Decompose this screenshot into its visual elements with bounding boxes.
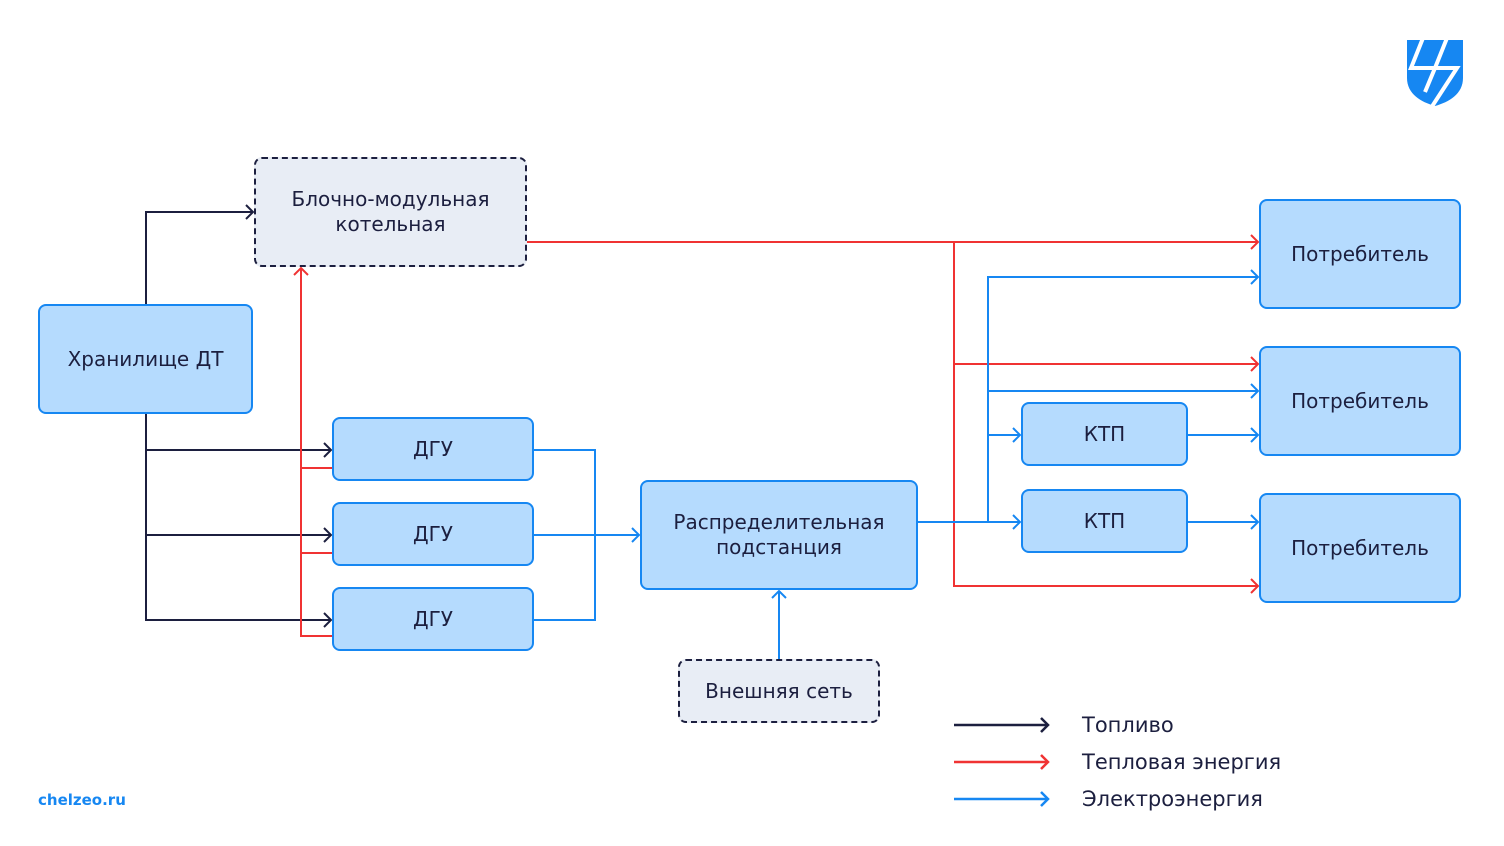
legend-item-electric: Электроэнергия [952,787,1263,811]
website-link[interactable]: chelzeo.ru [38,791,126,809]
node-label: КТП [1083,421,1126,446]
flow-fuel-storage-to-dgu3 [145,535,331,621]
node-label: Распределительная подстанция [673,510,885,559]
node-label: ДГУ [412,606,453,631]
arrowhead-heat-icon [1250,234,1260,250]
flow-electric-dgu1-to-substation [534,449,596,535]
arrowhead-heat-icon [293,266,309,276]
diesel-generator-node-1: ДГУ [332,417,534,481]
flow-heat-dgu2-to-boiler [300,468,332,554]
node-label: ДГУ [412,436,453,461]
flow-heat-boiler-to-consumer3 [953,364,1258,587]
node-label: Потребитель [1291,241,1429,266]
legend-arrowhead-icon [1040,717,1050,733]
arrowhead-heat-icon [1250,578,1260,594]
distribution-substation-node: Распределительная подстанция [640,480,918,590]
arrowhead-electric-icon [771,589,787,599]
node-label: ДГУ [412,521,453,546]
node-label: Потребитель [1291,388,1429,413]
legend-label: Электроэнергия [1082,787,1263,811]
flow-electric-substation-to-consumer1 [987,276,1258,391]
shield-lightning-logo-icon [1405,37,1465,110]
legend-arrowhead-icon [1040,791,1050,807]
flow-fuel-storage-to-dgu2 [145,450,331,536]
legend-arrowhead-icon [1040,754,1050,770]
diesel-generator-node-2: ДГУ [332,502,534,566]
node-label: Хранилище ДТ [67,346,224,371]
node-label: КТП [1083,508,1126,533]
arrowhead-fuel-icon [323,527,333,543]
consumer-node-2: Потребитель [1259,346,1461,456]
arrowhead-electric-icon [631,527,641,543]
node-label: Внешняя сеть [705,678,853,703]
external-grid-node: Внешняя сеть [678,659,880,723]
legend-item-fuel: Топливо [952,713,1174,737]
arrowhead-electric-icon [1250,269,1260,285]
arrowhead-electric-icon [1250,383,1260,399]
flow-fuel-storage-to-dgu1 [145,414,331,451]
node-label: Блочно-модульная котельная [291,187,490,236]
flow-electric-substation-to-ktp1 [987,434,1020,522]
fuel-storage-node: Хранилище ДТ [38,304,253,414]
legend-arrow-fuel-icon [954,717,1050,733]
flow-heat-dgu1-to-boiler [300,268,332,469]
flow-fuel-storage-to-boiler [145,211,253,304]
arrowhead-fuel-icon [323,442,333,458]
node-label: Потребитель [1291,535,1429,560]
arrowhead-electric-icon [1250,427,1260,443]
flow-heat-dgu3-to-boiler [300,553,332,637]
flow-electric-substation-to-consumer2 [987,390,1258,435]
legend-item-heat: Тепловая энергия [952,750,1281,774]
arrowhead-fuel-icon [323,612,333,628]
flow-electric-dgu3-to-substation [534,535,596,621]
boiler-house-node: Блочно-модульная котельная [254,157,527,267]
legend-arrow-heat-icon [954,754,1050,770]
arrowhead-electric-icon [1250,514,1260,530]
consumer-node-1: Потребитель [1259,199,1461,309]
arrowhead-fuel-icon [245,204,255,220]
legend-label: Тепловая энергия [1082,750,1282,774]
arrowhead-electric-icon [1012,514,1022,530]
legend-label: Топливо [1082,713,1174,737]
consumer-node-3: Потребитель [1259,493,1461,603]
arrowhead-heat-icon [1250,356,1260,372]
ktp-node-2: КТП [1021,489,1188,553]
arrowhead-electric-icon [1012,427,1022,443]
flow-heat-boiler-to-consumer2 [953,242,1258,365]
legend-arrow-electric-icon [954,791,1050,807]
ktp-node-1: КТП [1021,402,1188,466]
diesel-generator-node-3: ДГУ [332,587,534,651]
